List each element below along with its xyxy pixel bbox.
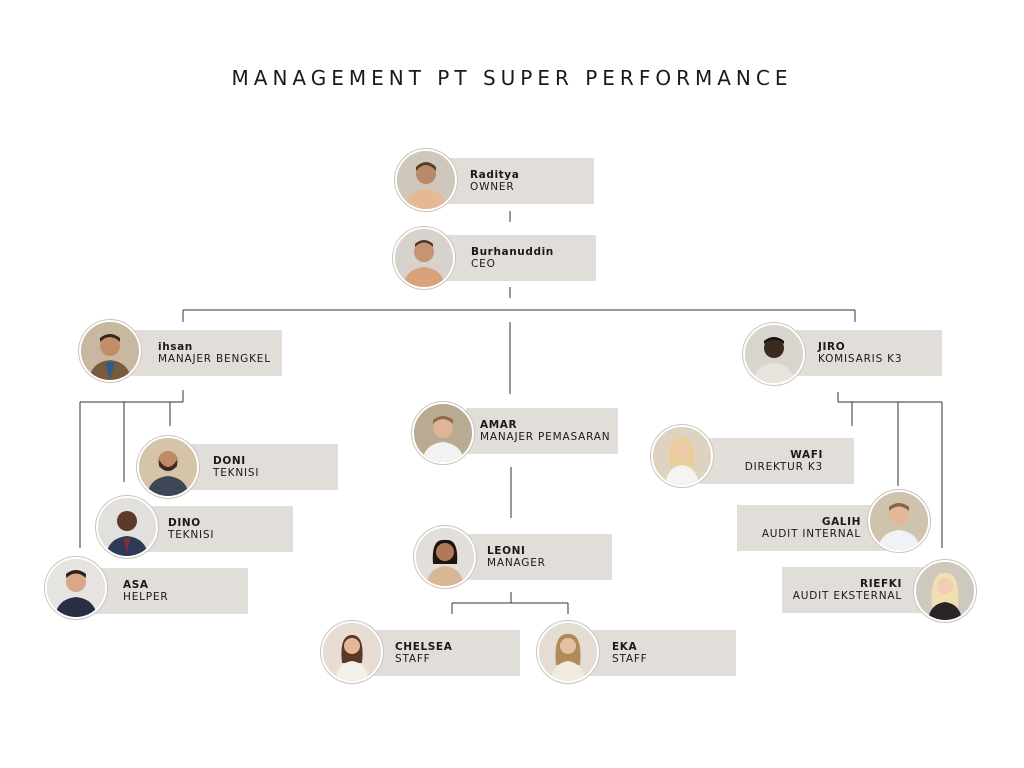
card-ihsan: ihsan MANAJER BENGKEL (128, 330, 282, 376)
person-role: AUDIT EKSTERNAL (792, 590, 902, 602)
person-name: JIRO (818, 341, 846, 353)
person-role: TEKNISI (168, 529, 215, 541)
chart-title: MANAGEMENT PT SUPER PERFORMANCE (231, 66, 793, 90)
person-name: DONI (213, 455, 246, 467)
person-name: Burhanuddin (471, 246, 554, 258)
person-photo-icon (321, 621, 383, 683)
person-name: RIEFKI (860, 578, 902, 590)
card-burhanuddin: Burhanuddin CEO (440, 235, 596, 281)
card-wafi: WAFI DIREKTUR K3 (700, 438, 854, 484)
person-role: HELPER (123, 591, 169, 603)
person-name: Raditya (470, 169, 520, 181)
card-riefki: RIEFKI AUDIT EKSTERNAL (782, 567, 936, 613)
person-role: MANAJER PEMASARAN (480, 431, 611, 443)
person-role: STAFF (395, 653, 431, 665)
person-name: LEONI (487, 545, 526, 557)
card-eka: EKA STAFF (582, 630, 736, 676)
person-photo-icon (868, 490, 930, 552)
person-name: WAFI (790, 449, 823, 461)
card-doni: DONI TEKNISI (184, 444, 338, 490)
person-name: EKA (612, 641, 638, 653)
card-asa: ASA HELPER (94, 568, 248, 614)
person-photo-icon (393, 227, 455, 289)
person-photo-icon (537, 621, 599, 683)
person-role: AUDIT INTERNAL (761, 528, 861, 540)
card-galih: GALIH AUDIT INTERNAL (737, 505, 891, 551)
person-photo-icon (651, 425, 713, 487)
person-photo-icon (137, 436, 199, 498)
person-role: TEKNISI (213, 467, 260, 479)
person-name: ihsan (158, 341, 193, 353)
person-name: DINO (168, 517, 201, 529)
person-name: GALIH (821, 516, 861, 528)
person-photo-icon (743, 323, 805, 385)
person-photo-icon (79, 320, 141, 382)
person-role: OWNER (470, 181, 515, 193)
card-leoni: LEONI MANAGER (458, 534, 612, 580)
person-role: KOMISARIS K3 (818, 353, 903, 365)
person-role: STAFF (612, 653, 648, 665)
card-chelsea: CHELSEA STAFF (366, 630, 520, 676)
card-amar: AMAR MANAJER PEMASARAN (466, 408, 618, 454)
person-photo-icon (412, 402, 474, 464)
person-photo-icon (914, 560, 976, 622)
card-raditya: Raditya OWNER (440, 158, 594, 204)
card-jiro: JIRO KOMISARIS K3 (788, 330, 942, 376)
person-name: AMAR (480, 419, 518, 431)
person-role: MANAGER (487, 557, 546, 569)
person-photo-icon (414, 526, 476, 588)
person-name: ASA (123, 579, 149, 591)
person-photo-icon (96, 496, 158, 558)
person-name: CHELSEA (395, 641, 453, 653)
person-role: CEO (471, 258, 496, 270)
person-photo-icon (395, 149, 457, 211)
card-dino: DINO TEKNISI (142, 506, 293, 552)
person-photo-icon (45, 557, 107, 619)
person-role: DIREKTUR K3 (744, 461, 823, 473)
person-role: MANAJER BENGKEL (158, 353, 271, 365)
